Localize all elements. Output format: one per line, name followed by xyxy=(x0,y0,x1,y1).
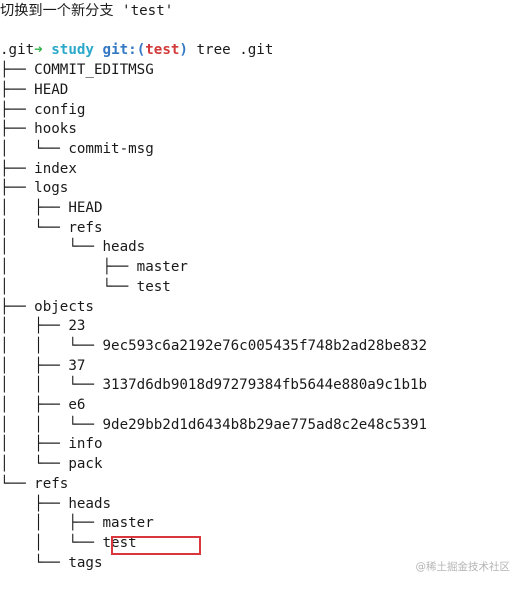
tree-line: │ ├── 23 xyxy=(0,318,86,335)
prompt-line: ➜ study git:(test) tree .git xyxy=(0,22,273,58)
prompt-branch: test xyxy=(145,42,180,59)
tree-line: │ ├── e6 xyxy=(0,397,86,413)
watermark: @稀土掘金技术社区 xyxy=(415,561,511,573)
tree-line: │ ├── master xyxy=(0,259,188,276)
prompt-git-prefix: git:( xyxy=(102,42,146,59)
tree-line: │ ├── master xyxy=(0,515,154,532)
prompt-directory: study xyxy=(51,42,94,59)
tree-line: │ │ └── 3137d6db9018d97279384fb5644e880a… xyxy=(0,377,428,394)
tree-line: ├── index xyxy=(0,160,77,177)
tree-line: │ │ └── 9ec593c6a2192e76c005435f748b2ad2… xyxy=(0,337,428,354)
tree-line: ├── heads xyxy=(0,495,112,512)
prompt-arrow-icon: ➜ xyxy=(34,42,43,59)
tree-line: │ └── refs xyxy=(0,219,103,236)
tree-line: └── tags xyxy=(0,554,103,571)
prompt-git-suffix: ) xyxy=(179,42,188,59)
tree-line: ├── hooks xyxy=(0,121,77,138)
tree-line: │ │ └── 9de29bb2d1d6434b8b29ae775ad8c2e4… xyxy=(0,416,428,433)
tree-line: │ └── pack xyxy=(0,456,103,473)
tree-line: │ └── commit-msg xyxy=(0,140,154,157)
tree-line: │ └── heads xyxy=(0,239,146,256)
checkout-message: 切换到一个新分支 'test' xyxy=(0,3,174,19)
tree-line: ├── COMMIT_EDITMSG xyxy=(0,62,154,79)
tree-line: │ └── test xyxy=(0,278,171,295)
tree-line: │ ├── 37 xyxy=(0,357,86,374)
prompt-command: tree .git xyxy=(196,42,274,59)
tree-line: ├── logs xyxy=(0,180,69,197)
highlight-box xyxy=(111,536,201,555)
tree-line: ├── config xyxy=(0,101,86,118)
tree-line: ├── HEAD xyxy=(0,81,69,98)
tree-line: .git xyxy=(0,42,35,59)
tree-line: ├── objects xyxy=(0,298,94,315)
tree-line: │ ├── HEAD xyxy=(0,200,103,216)
tree-line: │ ├── info xyxy=(0,436,103,453)
tree-line: └── refs xyxy=(0,475,69,492)
